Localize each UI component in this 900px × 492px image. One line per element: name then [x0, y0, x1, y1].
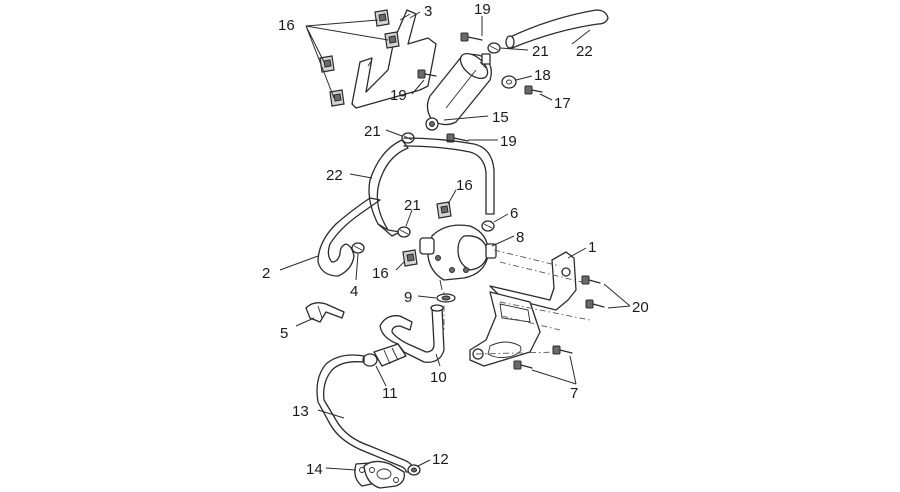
- clip-part-16-upper: [436, 201, 452, 219]
- hose-clip-part-5: [305, 302, 345, 323]
- callout-labels: 16 3 19 21 22 18 19 17 15 21 19 22 16 21…: [262, 1, 649, 478]
- callout-20: 20: [632, 299, 649, 316]
- callout-9: 9: [404, 289, 412, 306]
- hose-clamp-part-21-top: [487, 42, 501, 54]
- bracket-part-1: [469, 251, 577, 367]
- hose-clamp-part-6: [481, 220, 495, 232]
- screw-part-17: [524, 85, 543, 95]
- callout-21-lower: 21: [404, 197, 421, 214]
- washer-part-18: [501, 75, 517, 89]
- leader-lines: [279, 11, 631, 471]
- canister: [425, 52, 492, 131]
- nut-part-12: [407, 464, 421, 476]
- callout-12: 12: [432, 451, 449, 468]
- hose-part-22-long: [368, 137, 495, 237]
- callout-18: 18: [534, 67, 551, 84]
- hose-part-2: [317, 197, 381, 277]
- hose-part-22-upper: [505, 9, 609, 49]
- callout-7: 7: [570, 385, 578, 402]
- callout-6: 6: [510, 205, 518, 222]
- callout-21-mid: 21: [364, 123, 381, 140]
- callout-11: 11: [382, 385, 398, 402]
- callout-16-upper: 16: [456, 177, 473, 194]
- screw-part-20-lower: [585, 299, 605, 309]
- flange: [363, 460, 405, 489]
- hose-clamp-part-21-lower: [397, 226, 411, 238]
- screw-part-7-upper: [552, 345, 573, 355]
- pipe-part-13: [316, 354, 415, 473]
- screw-part-7-lower: [513, 360, 533, 370]
- callout-8: 8: [516, 229, 524, 246]
- assembly-center-lines: [443, 249, 591, 355]
- callout-19-upper: 19: [474, 1, 491, 18]
- callout-10: 10: [430, 369, 447, 386]
- callout-1: 1: [588, 239, 596, 256]
- callout-5: 5: [280, 325, 288, 342]
- callout-2: 2: [262, 265, 270, 282]
- callout-13: 13: [292, 403, 309, 420]
- callout-3: 3: [424, 3, 432, 20]
- clip-part-16-lower: [402, 249, 418, 267]
- valve-assembly: [419, 224, 497, 291]
- screw-part-19-left: [417, 69, 437, 79]
- screw-part-19-upper: [460, 32, 483, 42]
- connector-part-11: [362, 343, 407, 367]
- callout-22-top: 22: [576, 43, 593, 60]
- callout-16-top: 16: [278, 17, 295, 34]
- callout-19-lower: 19: [500, 133, 517, 150]
- callout-16-lower: 16: [372, 265, 389, 282]
- callout-22-long: 22: [326, 167, 343, 184]
- clip-part-16-top-group: [319, 9, 400, 107]
- pipe-part-10: [379, 304, 445, 363]
- callout-19-left: 19: [390, 87, 407, 104]
- callout-17: 17: [554, 95, 571, 112]
- callout-4: 4: [350, 283, 358, 300]
- callout-14: 14: [306, 461, 323, 478]
- washer-part-9: [436, 293, 456, 303]
- callout-21-top: 21: [532, 43, 549, 60]
- screw-part-20-upper: [581, 275, 601, 285]
- callout-15: 15: [492, 109, 509, 126]
- hose-clamp-part-4: [351, 242, 365, 254]
